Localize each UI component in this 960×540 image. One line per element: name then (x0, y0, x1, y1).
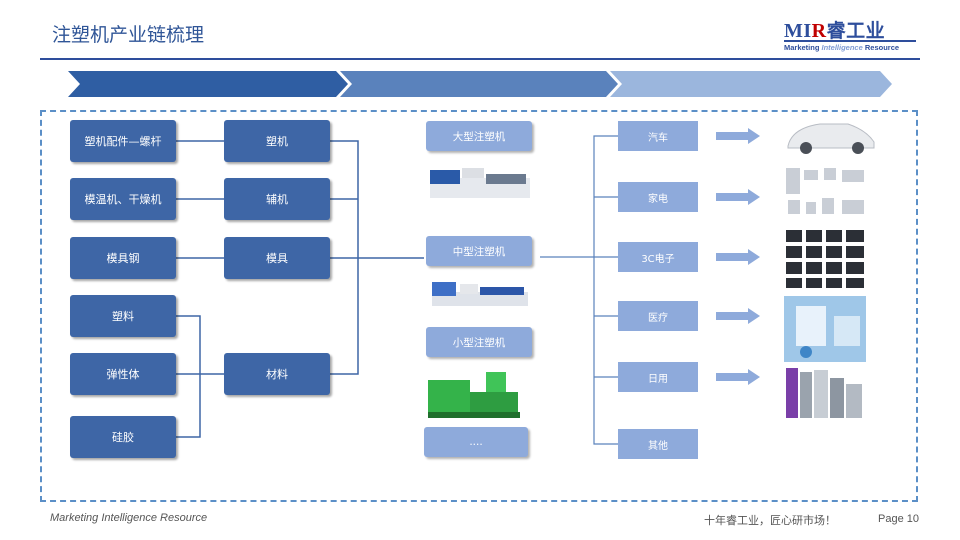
footer-slogan: 十年睿工业，匠心研市场！ (704, 514, 836, 527)
stage-midstream-label: 中游 (473, 5, 501, 21)
footer-brand: Marketing Intelligence Resource (50, 512, 208, 524)
logo-tagline: Marketing Intelligence Resource (784, 43, 900, 52)
electronics-image (786, 230, 864, 288)
downstream-industry-box: 3C电子 (618, 242, 698, 272)
upstream-input-box: 模具钢 (70, 237, 176, 279)
upstream-input-box: 弹性体 (70, 353, 176, 395)
upstream-component-box: 模具 (224, 237, 330, 279)
midstream-machine-box: 中型注塑机 (426, 236, 532, 266)
arrow-medical (716, 308, 760, 324)
arrow-appliance (716, 189, 760, 205)
medical-image (784, 296, 866, 362)
page-number: Page 10 (878, 513, 919, 525)
small-machine-image (428, 372, 520, 418)
midstream-machine-box: 大型注塑机 (426, 121, 532, 151)
stage-downstream-label: 下游 (746, 5, 774, 21)
header-divider (40, 58, 920, 60)
stage-chevron-midstream (340, 71, 618, 97)
diagram-frame (40, 110, 918, 502)
downstream-arrows (716, 128, 760, 385)
upstream-input-box: 塑机配件—螺杆 (70, 120, 176, 162)
upstream-component-box: 塑机 (224, 120, 330, 162)
mir-logo: MIR睿工业 Marketing Intelligence Resource (784, 16, 920, 56)
midstream-machine-box: 小型注塑机 (426, 327, 532, 357)
upstream-input-box: 塑料 (70, 295, 176, 337)
car-image (784, 118, 876, 156)
downstream-industry-box: 其他 (618, 429, 698, 459)
downstream-industry-box: 日用 (618, 362, 698, 392)
arrow-auto (716, 128, 760, 144)
upstream-component-box: 辅机 (224, 178, 330, 220)
midstream-machine-box: .... (424, 427, 528, 457)
upstream-input-box: 硅胶 (70, 416, 176, 458)
arrow-daily (716, 369, 760, 385)
large-machine-image (430, 168, 530, 198)
downstream-industry-box: 家电 (618, 182, 698, 212)
logo-wordmark: MIR睿工业 (784, 20, 886, 42)
arrow-3c (716, 249, 760, 265)
stage-chevron-downstream (610, 71, 892, 97)
upstream-connectors (176, 140, 424, 438)
appliances-image (786, 168, 864, 214)
upstream-input-box: 模温机、干燥机 (70, 178, 176, 220)
stage-upstream-label: 上游 (203, 5, 231, 21)
page-title: 注塑机产业链梳理 (52, 24, 205, 46)
stage-chevron-upstream (68, 71, 348, 97)
downstream-connectors (540, 135, 618, 445)
upstream-component-box: 材料 (224, 353, 330, 395)
daily-goods-image (786, 368, 862, 418)
downstream-industry-box: 医疗 (618, 301, 698, 331)
downstream-industry-box: 汽车 (618, 121, 698, 151)
logo-underline (784, 40, 916, 42)
medium-machine-image (432, 282, 528, 306)
